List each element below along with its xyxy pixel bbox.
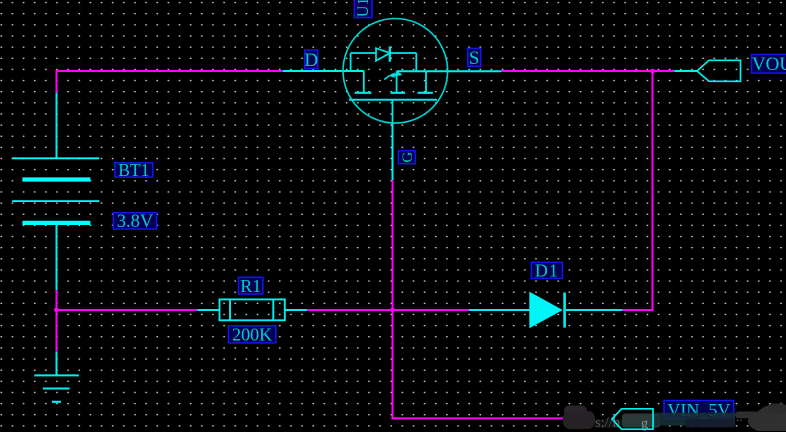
- svg-text:R1: R1: [240, 276, 261, 296]
- svg-text:g: g: [641, 417, 648, 432]
- svg-text:D: D: [304, 50, 318, 71]
- svg-text:3.8V: 3.8V: [117, 212, 154, 232]
- svg-text:..: ..: [736, 409, 743, 424]
- svg-text:VOUT: VOUT: [752, 54, 786, 75]
- svg-text:S: S: [469, 48, 480, 69]
- svg-text:U1: U1: [355, 0, 372, 17]
- svg-text:G: G: [400, 152, 416, 163]
- svg-text:BT1: BT1: [118, 160, 149, 180]
- svg-text:D1: D1: [535, 261, 559, 281]
- svg-text:200K: 200K: [232, 325, 272, 345]
